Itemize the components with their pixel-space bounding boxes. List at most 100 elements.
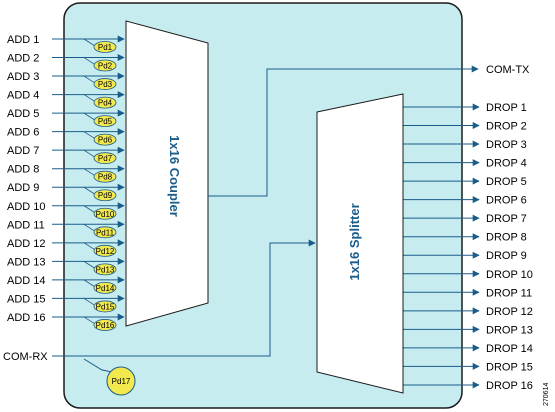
photodiode-label: Pd6	[98, 136, 113, 145]
photodiode-label: Pd9	[98, 191, 113, 200]
pd-tap-line	[83, 186, 96, 195]
photodiode-label: Pd11	[96, 228, 115, 237]
drop-port-label: DROP 12	[486, 306, 533, 318]
drop-port-row: DROP 15	[403, 361, 533, 373]
drop-port-row: DROP 13	[403, 324, 533, 336]
drop-port-row: DROP 12	[403, 306, 533, 318]
drop-port-row: DROP 2	[403, 121, 527, 133]
coupler-block	[125, 20, 209, 327]
drop-port-row: DROP 16	[403, 380, 533, 392]
photodiode-label: Pd16	[96, 321, 115, 330]
photodiode	[93, 263, 117, 276]
pd-tap-line	[83, 242, 96, 251]
add-port-label: ADD 9	[7, 182, 39, 194]
drop-port-label: DROP 10	[486, 269, 533, 281]
pd17-photodiode	[106, 366, 136, 396]
photodiode	[93, 78, 117, 90]
photodiode-label: Pd3	[98, 80, 113, 89]
photodiode-label: Pd10	[96, 210, 115, 219]
photodiode	[93, 115, 117, 128]
photodiode-label: Pd1	[98, 43, 113, 52]
photodiode	[93, 281, 117, 294]
com-rx-label: COM-RX	[3, 351, 48, 363]
drop-port-label: DROP 6	[486, 195, 527, 207]
add-port-label: ADD 8	[7, 164, 39, 176]
photodiode-label: Pd4	[98, 99, 113, 108]
photodiode	[93, 207, 117, 220]
photodiode-label: Pd12	[96, 247, 115, 256]
drop-port-row: DROP 4	[403, 158, 527, 170]
add-port-label: ADD 10	[7, 201, 46, 213]
coupler-label: 1x16 Coupler	[167, 135, 182, 217]
splitter-block	[316, 93, 404, 394]
drop-port-row: DROP 5	[403, 176, 527, 188]
photodiode	[93, 152, 117, 165]
drop-port-label: DROP 15	[486, 361, 533, 373]
com-tx-label: COM-TX	[486, 64, 530, 76]
pd-tap-line	[83, 38, 96, 47]
photodiode	[93, 189, 117, 202]
add-port-row: ADD 11 Pd11	[7, 219, 125, 239]
add-port-row: ADD 9 Pd9	[7, 182, 125, 202]
drop-port-label: DROP 9	[486, 250, 527, 262]
add-port-row: ADD 1 Pd1	[7, 34, 125, 53]
pd-tap-line	[83, 131, 96, 139]
photodiode	[93, 133, 117, 146]
photodiode-label: Pd13	[96, 265, 115, 274]
add-port-row: ADD 8 Pd8	[7, 164, 125, 183]
photodiode	[93, 59, 117, 72]
add-port-label: ADD 7	[7, 145, 39, 157]
pd-tap-line	[83, 261, 96, 269]
com-tx-line	[208, 65, 479, 197]
drop-port-label: DROP 5	[486, 176, 527, 188]
add-port-label: ADD 1	[7, 34, 39, 46]
photodiode	[93, 96, 117, 109]
add-port-label: ADD 3	[7, 71, 39, 83]
add-port-row: ADD 6 Pd6	[7, 127, 125, 146]
photodiode-label: Pd15	[96, 302, 115, 311]
add-port-row: ADD 10 Pd10	[7, 201, 125, 220]
add-port-label: ADD 12	[7, 238, 46, 250]
drop-port-row: DROP 9	[403, 250, 527, 262]
photodiode-label: Pd8	[98, 173, 113, 182]
pd-tap-line	[83, 298, 96, 306]
drop-port-row: DROP 3	[403, 139, 527, 151]
add-port-label: ADD 6	[7, 127, 39, 139]
add-port-row: ADD 3 Pd3	[7, 71, 125, 90]
com-rx-line	[52, 239, 316, 357]
drop-port-row: DROP 11	[403, 287, 532, 299]
drop-port-label: DROP 2	[486, 121, 527, 133]
photodiode	[93, 41, 117, 53]
pd-tap-line	[83, 112, 96, 121]
drop-port-label: DROP 4	[486, 158, 527, 170]
photodiode	[93, 244, 117, 257]
drop-port-row: DROP 8	[403, 232, 527, 244]
pd-tap-line	[83, 149, 96, 158]
drop-port-row: DROP 14	[403, 343, 533, 355]
drop-port-label: DROP 14	[486, 343, 533, 355]
photodiode	[93, 170, 117, 183]
add-port-row: ADD 14 Pd14	[7, 275, 125, 294]
drop-port-row: DROP 7	[403, 213, 527, 225]
drop-port-label: DROP 8	[486, 232, 527, 244]
pd-tap-line	[83, 57, 96, 65]
drop-port-label: DROP 3	[486, 139, 527, 151]
drop-port-label: DROP 1	[486, 102, 527, 114]
drop-port-label: DROP 11	[486, 287, 532, 299]
drop-port-label: DROP 16	[486, 380, 533, 392]
pd17-label: Pd17	[112, 377, 131, 386]
pd-tap-line	[83, 94, 96, 102]
pd-tap-line	[83, 205, 96, 214]
photodiode	[93, 319, 117, 331]
pd-tap-line	[83, 75, 96, 84]
photodiode-label: Pd14	[96, 284, 115, 293]
add-port-label: ADD 14	[7, 275, 46, 287]
drop-port-row: DROP 10	[403, 269, 533, 281]
add-port-label: ADD 11	[7, 219, 45, 231]
